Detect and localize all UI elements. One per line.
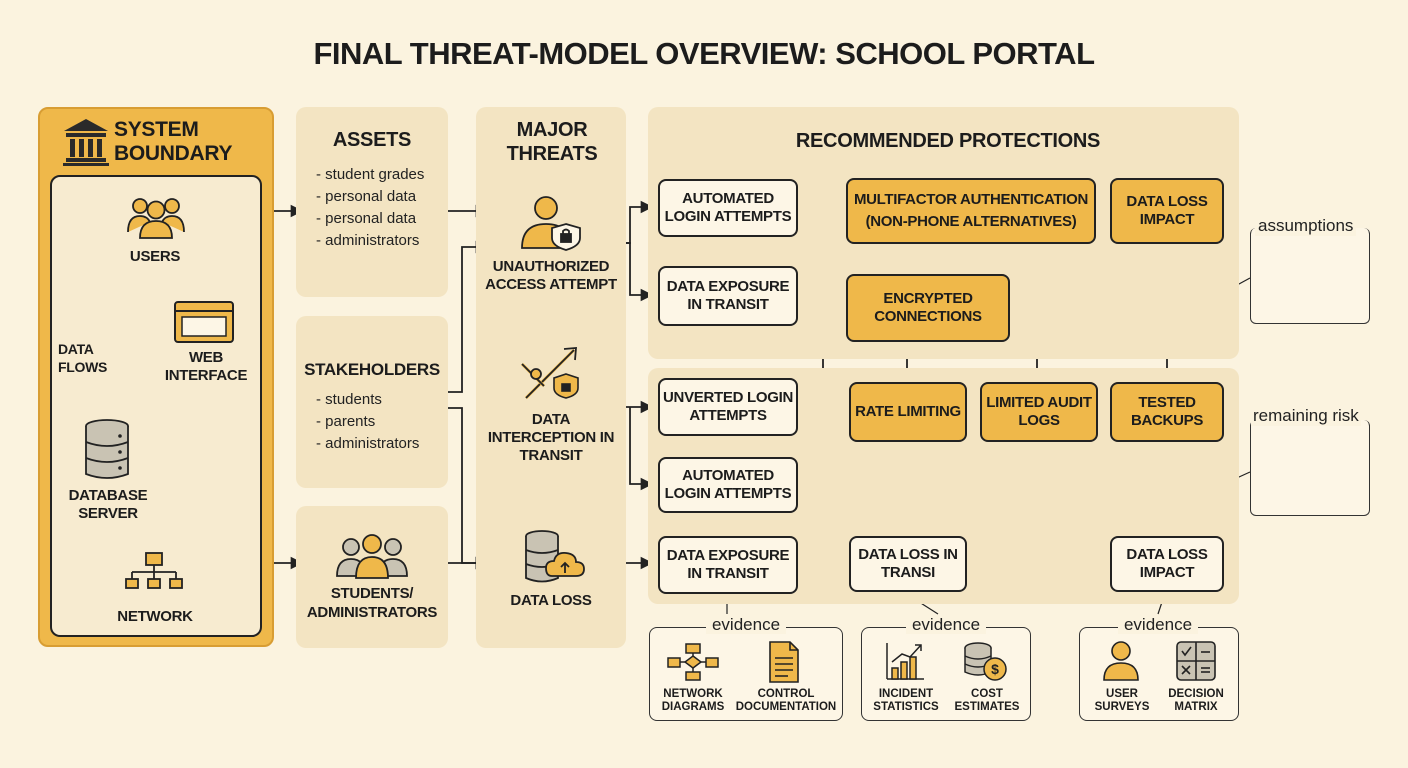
users-label: USERS [129, 248, 181, 265]
flowchart-icon [666, 642, 720, 682]
bar-chart-icon [884, 640, 926, 682]
stakeholder-item: - parents [316, 413, 376, 430]
automated-login-attempts-box-2: AUTOMATED LOGIN ATTEMPTS [658, 457, 798, 513]
stakeholder-item: - students [316, 391, 382, 408]
evidence-item: INCIDENT STATISTICS [873, 688, 939, 713]
stakeholders-panel [296, 316, 448, 488]
rate-limiting-box: RATE LIMITING [849, 382, 967, 442]
web-interface-icon [173, 300, 235, 344]
asset-item: - personal data [316, 210, 417, 227]
evidence-item: NETWORK DIAGRAMS [661, 688, 725, 713]
evidence-label-text: evidence [905, 615, 987, 634]
page-title: FINAL THREAT-MODEL OVERVIEW: SCHOOL PORT… [313, 36, 1095, 71]
coins-dollar-icon: $ [962, 640, 1008, 682]
data-loss-impact-box-bottom: DATA LOSS IMPACT [1110, 536, 1224, 592]
data-interception-label: DATA INTERCEPTION IN TRANSIT [487, 411, 615, 464]
network-icon [122, 550, 186, 592]
building-icon [60, 115, 112, 167]
database-cloud-icon [522, 528, 588, 586]
tested-backups-box: TESTED BACKUPS [1110, 382, 1224, 442]
data-loss-in-transi-box: DATA LOSS IN TRANSI [849, 536, 967, 592]
evidence-label-text: evidence [705, 615, 787, 634]
remaining-risk-label: remaining risk [1251, 406, 1361, 426]
limited-audit-logs-box: LIMITED AUDIT LOGS [980, 382, 1098, 442]
evidence-item: CONTROL DOCUMENTATION [735, 688, 837, 713]
data-flows-label: DATA FLOWS [58, 341, 108, 375]
assumptions-label: assumptions [1255, 216, 1357, 236]
user-icon [1101, 640, 1141, 682]
web-interface-label: WEB INTERFACE [164, 349, 248, 384]
interception-icon [516, 344, 586, 408]
data-exposure-in-transit-box-2: DATA EXPOSURE IN TRANSIT [658, 536, 798, 594]
evidence-label-text: evidence [1117, 615, 1199, 634]
users-icon [125, 192, 187, 240]
system-boundary-title: SYSTEM BOUNDARY [114, 118, 233, 165]
automated-login-attempts-box: AUTOMATED LOGIN ATTEMPTS [658, 179, 798, 237]
assets-list: - student grades - personal data - perso… [316, 164, 448, 252]
students-administrators-label: STUDENTS/ ADMINISTRATORS [306, 585, 438, 621]
svg-text:$: $ [991, 661, 999, 677]
asset-item: - personal data [316, 188, 417, 205]
database-icon [82, 418, 132, 482]
data-loss-impact-box-top: DATA LOSS IMPACT [1110, 178, 1224, 244]
evidence-item: DECISION MATRIX [1168, 688, 1224, 713]
evidence-label: evidence [886, 615, 1006, 635]
data-loss-threat-label: DATA LOSS [510, 592, 592, 609]
data-exposure-in-transit-box: DATA EXPOSURE IN TRANSIT [658, 266, 798, 326]
assets-title: ASSETS [332, 129, 412, 151]
remaining-risk-note [1250, 420, 1370, 516]
asset-item: - student grades [316, 166, 425, 183]
evidence-label: evidence [686, 615, 806, 635]
network-label: NETWORK [117, 608, 193, 625]
unauthorized-access-label: UNAUTHORIZED ACCESS ATTEMPT [485, 258, 617, 293]
multifactor-authentication-box: MULTIFACTOR AUTHENTICATION (NON-PHONE AL… [846, 178, 1096, 244]
assumptions-note [1250, 228, 1370, 324]
asset-item: - administrators [316, 232, 420, 249]
assets-panel [296, 107, 448, 297]
document-icon [766, 640, 802, 684]
decision-matrix-icon [1175, 640, 1217, 682]
group-icon [334, 530, 410, 580]
intruder-lock-icon [516, 194, 586, 252]
stakeholders-list: - students - parents - administrators [316, 389, 448, 455]
evidence-label: evidence [1098, 615, 1218, 635]
stakeholder-item: - administrators [316, 435, 420, 452]
database-server-label: DATABASE SERVER [68, 487, 148, 522]
stakeholders-title: STAKEHOLDERS [304, 360, 440, 379]
encrypted-connections-box: ENCRYPTED CONNECTIONS [846, 274, 1010, 342]
major-threats-title: MAJOR THREATS [506, 119, 598, 165]
evidence-item: USER SURVEYS [1094, 688, 1150, 713]
evidence-item: COST ESTIMATES [954, 688, 1020, 713]
protections-title: RECOMMENDED PROTECTIONS [795, 130, 1101, 152]
unverted-login-attempts-box: UNVERTED LOGIN ATTEMPTS [658, 378, 798, 436]
